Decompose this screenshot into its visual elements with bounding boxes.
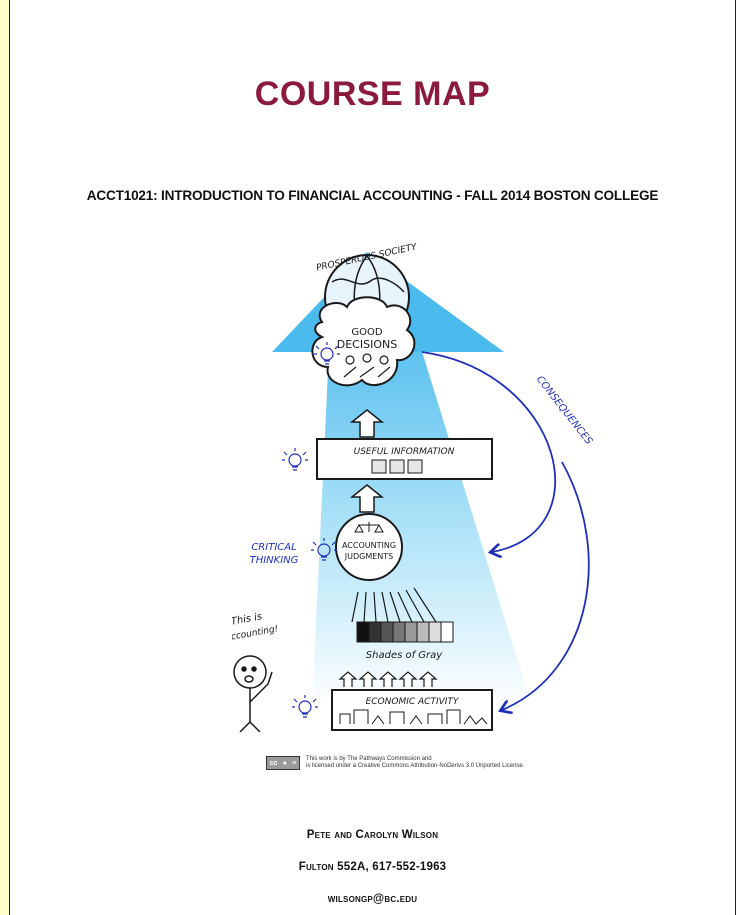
document-page: COURSE MAP ACCT1021: INTRODUCTION TO FIN… (9, 0, 736, 915)
input-arrows (351, 587, 437, 623)
course-map-illustration: PROSPEROUS SOCIETY GOOD DECISIONS USEFUL… (232, 242, 595, 732)
author-names: Pete and Carolyn Wilson (306, 829, 439, 841)
up-arrow (349, 409, 385, 438)
activity-arrows (338, 671, 438, 687)
creative-commons-icon: cc●≡ (266, 756, 300, 770)
decisions-label: DECISIONS (337, 338, 397, 351)
lightbulb-icon (311, 538, 337, 561)
consequences-arrow (421, 351, 557, 552)
light-beam (312, 287, 532, 707)
email-address: wilsongp@bc.edu (327, 893, 418, 905)
thinking-label: THINKING (250, 555, 299, 566)
person-figure (233, 655, 273, 732)
speech-line-1: This is (232, 611, 263, 627)
consequences-label: CONSEQUENCES (534, 374, 595, 447)
economic-activity-label: ECONOMIC ACTIVITY (366, 697, 460, 707)
office-phone: Fulton 552A, 617-552-1963 (298, 861, 447, 873)
economic-activity-box (331, 689, 493, 731)
lightbulb-icon (282, 448, 308, 471)
people-icon (343, 353, 391, 378)
decisions-cloud (311, 296, 416, 387)
accounting-label: ACCOUNTING (342, 541, 396, 550)
useful-information-label: USEFUL INFORMATION (354, 447, 455, 457)
business-icons (339, 709, 488, 725)
speech-line-2: Accounting! (232, 624, 279, 643)
up-arrow (349, 484, 385, 513)
shades-of-gray-bar (356, 621, 454, 643)
license-line-2: is licensed under a Creative Commons Att… (306, 763, 525, 769)
lightbulb-icon (292, 695, 318, 718)
license-line-1: This work is by The Pathways Commission … (306, 756, 432, 762)
shades-of-gray-label: Shades of Gray (366, 650, 444, 661)
license-notice: cc●≡ This work is by The Pathways Commis… (266, 755, 524, 771)
scale-icon (354, 522, 384, 533)
page-title: COURSE MAP (254, 75, 491, 113)
report-icons (371, 459, 423, 474)
lightbulb-icon (314, 342, 340, 365)
license-text: This work is by The Pathways Commission … (306, 756, 524, 770)
good-label: GOOD (351, 327, 382, 338)
accounting-judgments-circle (335, 513, 403, 581)
judgments-label: JUDGMENTS (344, 552, 393, 561)
critical-label: CRITICAL (251, 542, 296, 553)
course-heading: ACCT1021: INTRODUCTION TO FINANCIAL ACCO… (86, 188, 659, 203)
consequences-arrow (502, 461, 590, 710)
